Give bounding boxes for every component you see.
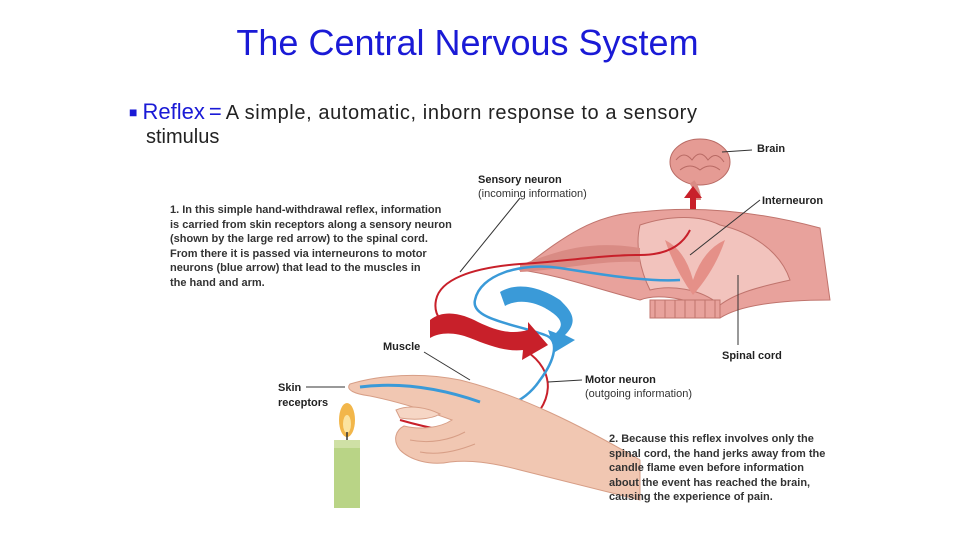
upward-signal-arrow: [684, 186, 702, 212]
caption-2-line: spinal cord, the hand jerks away from th…: [609, 447, 826, 460]
label-brain: Brain: [757, 143, 786, 155]
bullet-definition: A simple, automatic, inborn response to …: [225, 102, 698, 124]
label-sensory-neuron-sub: (incoming information): [478, 188, 587, 200]
caption-1-line: From there it is passed via interneurons…: [170, 247, 427, 260]
bullet-continuation: stimulus: [146, 126, 220, 148]
label-motor-neuron-sub: (outgoing information): [585, 388, 693, 400]
caption-1-line: (shown by the large red arrow) to the sp…: [170, 233, 428, 245]
caption-1-line: is carried from skin receptors along a s…: [170, 218, 452, 231]
label-spinal-cord: Spinal cord: [722, 350, 782, 362]
motor-large-arrow: [500, 286, 575, 352]
caption-2-line: causing the experience of pain.: [609, 491, 773, 503]
caption-1-line: neurons (blue arrow) that lead to the mu…: [170, 262, 421, 274]
caption-step-2: 2. Because this reflex involves only the…: [609, 432, 825, 505]
label-skin: Skin: [278, 382, 302, 394]
label-leader-lines: [306, 149, 761, 388]
arm-and-hand-image: [348, 374, 641, 501]
spinal-cord-image: [518, 208, 831, 319]
motor-neuron-path: [429, 265, 681, 412]
bullet-term: Reflex: [142, 99, 205, 124]
caption-2-line: about the event has reached the brain,: [609, 476, 811, 489]
sensory-large-arrow: [430, 313, 548, 360]
label-receptors: receptors: [278, 397, 329, 409]
label-motor-neuron: Motor neuron: [585, 374, 656, 386]
bullet-equals: =: [208, 99, 222, 124]
bullet-square-icon: ■: [129, 104, 138, 120]
bullet-reflex: ■Reflex=A simple, automatic, inborn resp…: [129, 98, 829, 128]
caption-2-line: candle flame even before information: [609, 462, 804, 474]
caption-step-1: 1. In this simple hand-withdrawal reflex…: [170, 203, 452, 290]
caption-2-line: 2. Because this reflex involves only the: [609, 433, 814, 445]
label-muscle: Muscle: [383, 341, 421, 353]
candle-image: [334, 403, 360, 508]
label-sensory-neuron: Sensory neuron: [478, 174, 562, 186]
brain-image: [669, 138, 731, 201]
slide-title: The Central Nervous System: [236, 22, 699, 63]
caption-1-line: 1. In this simple hand-withdrawal reflex…: [170, 204, 442, 216]
label-interneuron: Interneuron: [762, 195, 824, 207]
caption-1-line: the hand and arm.: [170, 276, 265, 289]
